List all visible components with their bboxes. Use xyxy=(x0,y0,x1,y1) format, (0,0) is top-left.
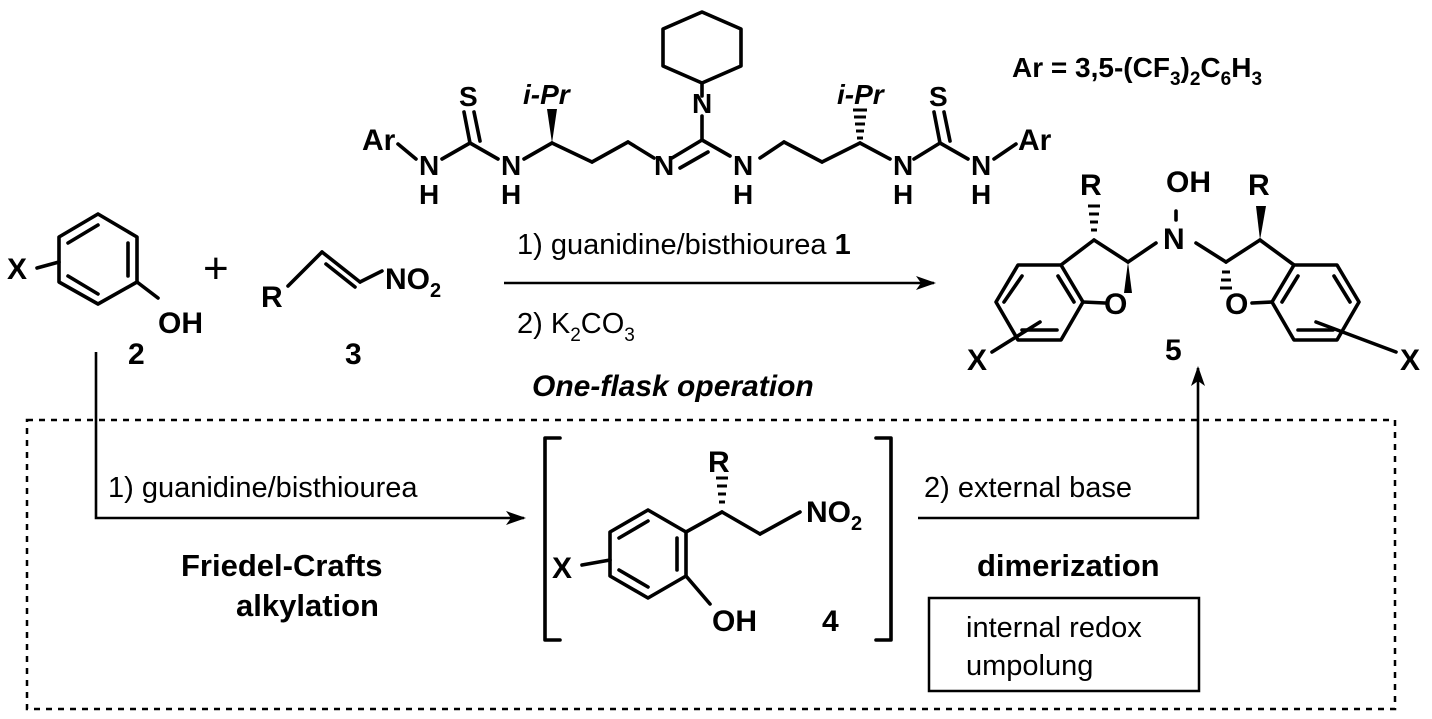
catalyst-n-2: N xyxy=(501,150,521,181)
umpolung-line1: internal redox xyxy=(966,612,1142,644)
intermediate-oh-label: OH xyxy=(712,605,757,638)
product-oh-label: OH xyxy=(1166,166,1211,199)
ar-definition: Ar = 3,5-(CF3)2C6H3 xyxy=(1012,52,1262,90)
compound-4-number: 4 xyxy=(822,605,839,638)
product-x-left: X xyxy=(967,344,987,377)
nitroalkene-no2-label: NO2 xyxy=(385,263,441,302)
intermediate-structure: R NO2 X OH 4 xyxy=(552,446,862,638)
compound-3-number: 3 xyxy=(345,338,362,371)
product-o-right: O xyxy=(1225,288,1248,321)
product-n-label: N xyxy=(1163,223,1185,256)
catalyst-n-5: N xyxy=(971,150,991,181)
catalyst-ar-right: Ar xyxy=(1018,124,1052,157)
product-r-right: R xyxy=(1248,169,1270,202)
umpolung-line2: umpolung xyxy=(966,650,1093,682)
nitroalkene-structure: R NO2 3 xyxy=(261,250,441,371)
bracket-right xyxy=(874,436,893,642)
catalyst-h-5: H xyxy=(971,179,991,210)
reaction-name-line2: alkylation xyxy=(236,588,379,623)
reaction-name-line1: Friedel-Crafts xyxy=(181,548,383,583)
one-flask-dotted-box xyxy=(25,418,1397,711)
stereo-hash-right xyxy=(853,108,867,140)
compound-2-number: 2 xyxy=(128,338,145,371)
intermediate-no2-label: NO2 xyxy=(806,496,862,535)
catalyst-h-3: H xyxy=(733,179,753,210)
compound-5-number: 5 xyxy=(1165,334,1182,367)
dimerization-label: dimerization xyxy=(977,548,1160,583)
top-step2-label: 2) K2CO3 xyxy=(517,308,635,346)
lower-step1-label: 1) guanidine/bisthiourea xyxy=(108,472,418,504)
stereo-wedge-left xyxy=(547,109,557,143)
lower-arrow-step2 xyxy=(918,366,1205,520)
top-step1-label: 1) guanidine/bisthiourea 1 xyxy=(517,229,851,261)
product-r-left: R xyxy=(1080,169,1102,202)
catalyst-n-3: N xyxy=(733,150,753,181)
lower-step2-label: 2) external base xyxy=(924,472,1132,504)
catalyst-h-4: H xyxy=(893,179,913,210)
product-o-left: O xyxy=(1104,288,1127,321)
plus-sign: + xyxy=(203,244,229,293)
catalyst-structure: Ar N H S N H i-Pr N N N H i-Pr N H S N H… xyxy=(362,10,1052,210)
catalyst-n-1: N xyxy=(419,150,439,181)
catalyst-n-imine: N xyxy=(654,150,674,181)
catalyst-s-right: S xyxy=(929,81,948,112)
catalyst-ipr-right: i-Pr xyxy=(837,79,886,110)
phenol-structure: X OH 2 xyxy=(7,212,203,371)
piperidine-ring xyxy=(661,10,743,85)
intermediate-x-label: X xyxy=(552,552,572,585)
phenol-oh-label: OH xyxy=(158,307,203,340)
catalyst-ipr-left: i-Pr xyxy=(523,79,572,110)
catalyst-ar-left: Ar xyxy=(362,124,396,157)
catalyst-h-2: H xyxy=(501,179,521,210)
lower-arrow-step1 xyxy=(94,352,526,525)
catalyst-n-piperidine: N xyxy=(692,88,712,119)
product-x-right: X xyxy=(1400,344,1420,377)
catalyst-s-left: S xyxy=(459,81,478,112)
intermediate-r-label: R xyxy=(708,446,730,479)
catalyst-n-4: N xyxy=(893,150,913,181)
bracket-left xyxy=(543,436,562,642)
product-structure: R OH N R O O X X 5 xyxy=(967,166,1420,377)
phenol-x-label: X xyxy=(7,253,27,286)
nitroalkene-r-label: R xyxy=(261,281,283,314)
one-flask-label: One-flask operation xyxy=(532,370,814,403)
umpolung-box xyxy=(927,596,1201,693)
catalyst-h-1: H xyxy=(419,179,439,210)
